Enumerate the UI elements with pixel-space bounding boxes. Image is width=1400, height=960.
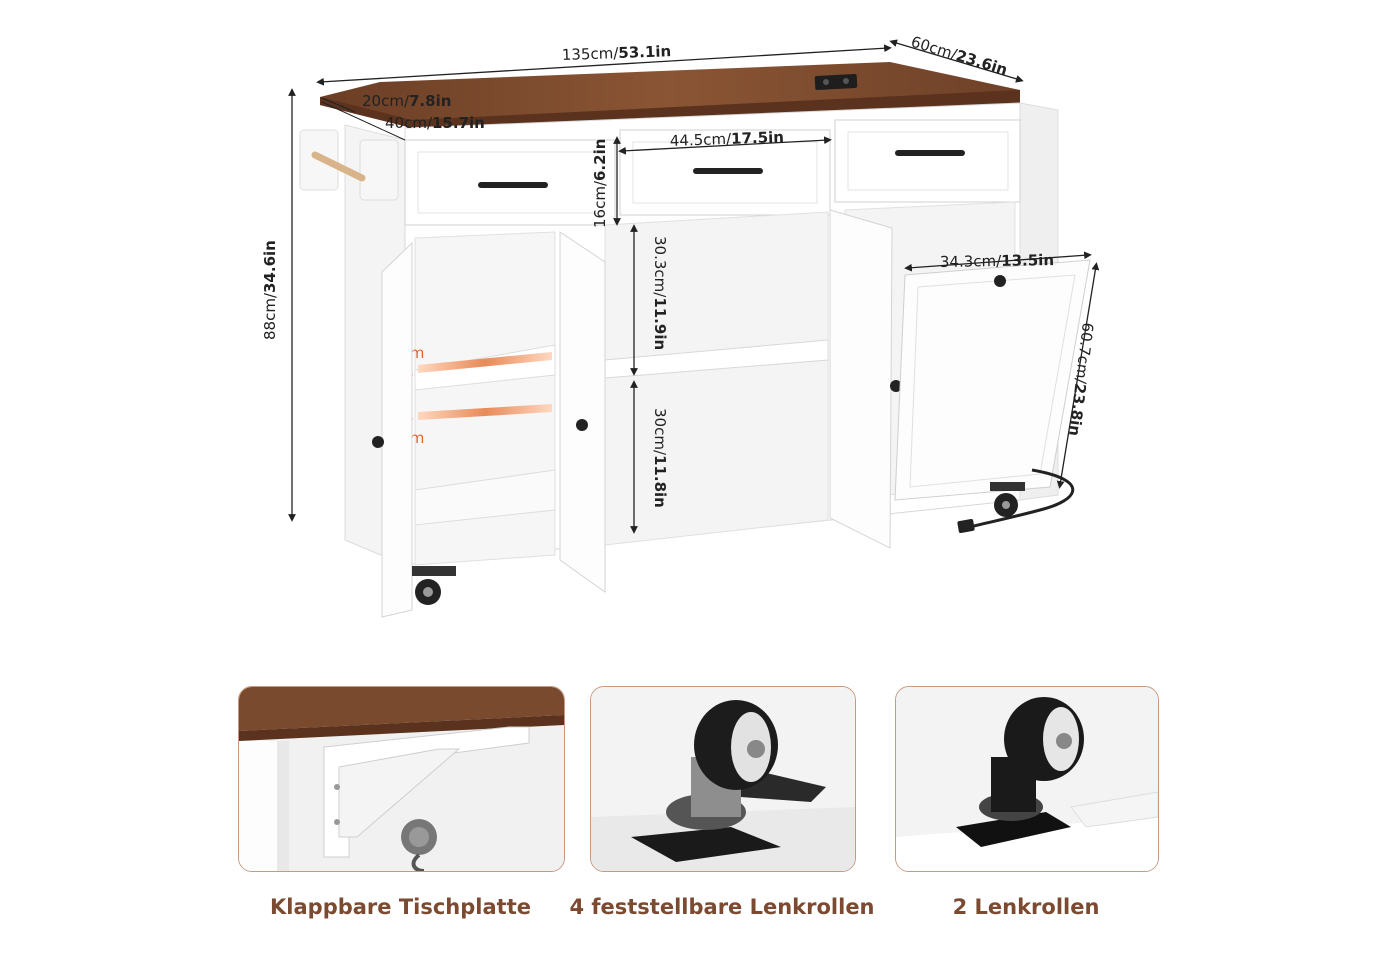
caster-front-right [990,482,1025,517]
door-middle-right [829,209,893,549]
drawer-height-label: 16cm/6.2in [591,139,609,228]
feature-panel-swivel-casters [895,686,1159,872]
dimension-lines [288,39,1100,534]
feature-panel-lockable-casters [590,686,856,872]
cabinet-body [404,102,1059,566]
towel-bar [311,151,366,182]
overhang-long-label: 40cm/15.7in [385,114,485,132]
power-outlet [814,74,858,90]
width-label: 135cm/53.1in [562,42,672,64]
lockable-caster-image [591,687,855,871]
bin-width-label: 34.3cm/13.5in [940,251,1054,271]
overhang-short-label: 20cm/7.8in [362,92,451,110]
caption-lockable-casters: 4 feststellbare Lenkrollen [569,895,875,919]
feature-panel-folding-top [238,686,565,872]
folding-bracket-image [239,687,564,871]
height-label: 88cm/34.6in [261,240,279,340]
caster-wheels [412,468,1075,605]
swivel-caster-image [896,687,1158,871]
upper-compartment-label: 30.3cm/11.9in [651,236,669,350]
caster-front-left [412,566,456,605]
caption-swivel-casters: 2 Lenkrollen [952,895,1100,919]
door-left-inner [559,231,606,593]
drawer-width-label: 44.5cm/17.5in [670,128,785,150]
tilt-bin [894,259,1091,501]
dimension-labels: 135cm/53.1in 60cm/23.6in 88cm/34.6in 20c… [261,33,1097,508]
cabinet-doors [372,209,1091,618]
drawer-right [834,119,1021,203]
lower-compartment-label: 30cm/11.8in [651,408,669,508]
door-left-outer [381,241,413,618]
caption-folding-top: Klappbare Tischplatte [270,895,531,919]
